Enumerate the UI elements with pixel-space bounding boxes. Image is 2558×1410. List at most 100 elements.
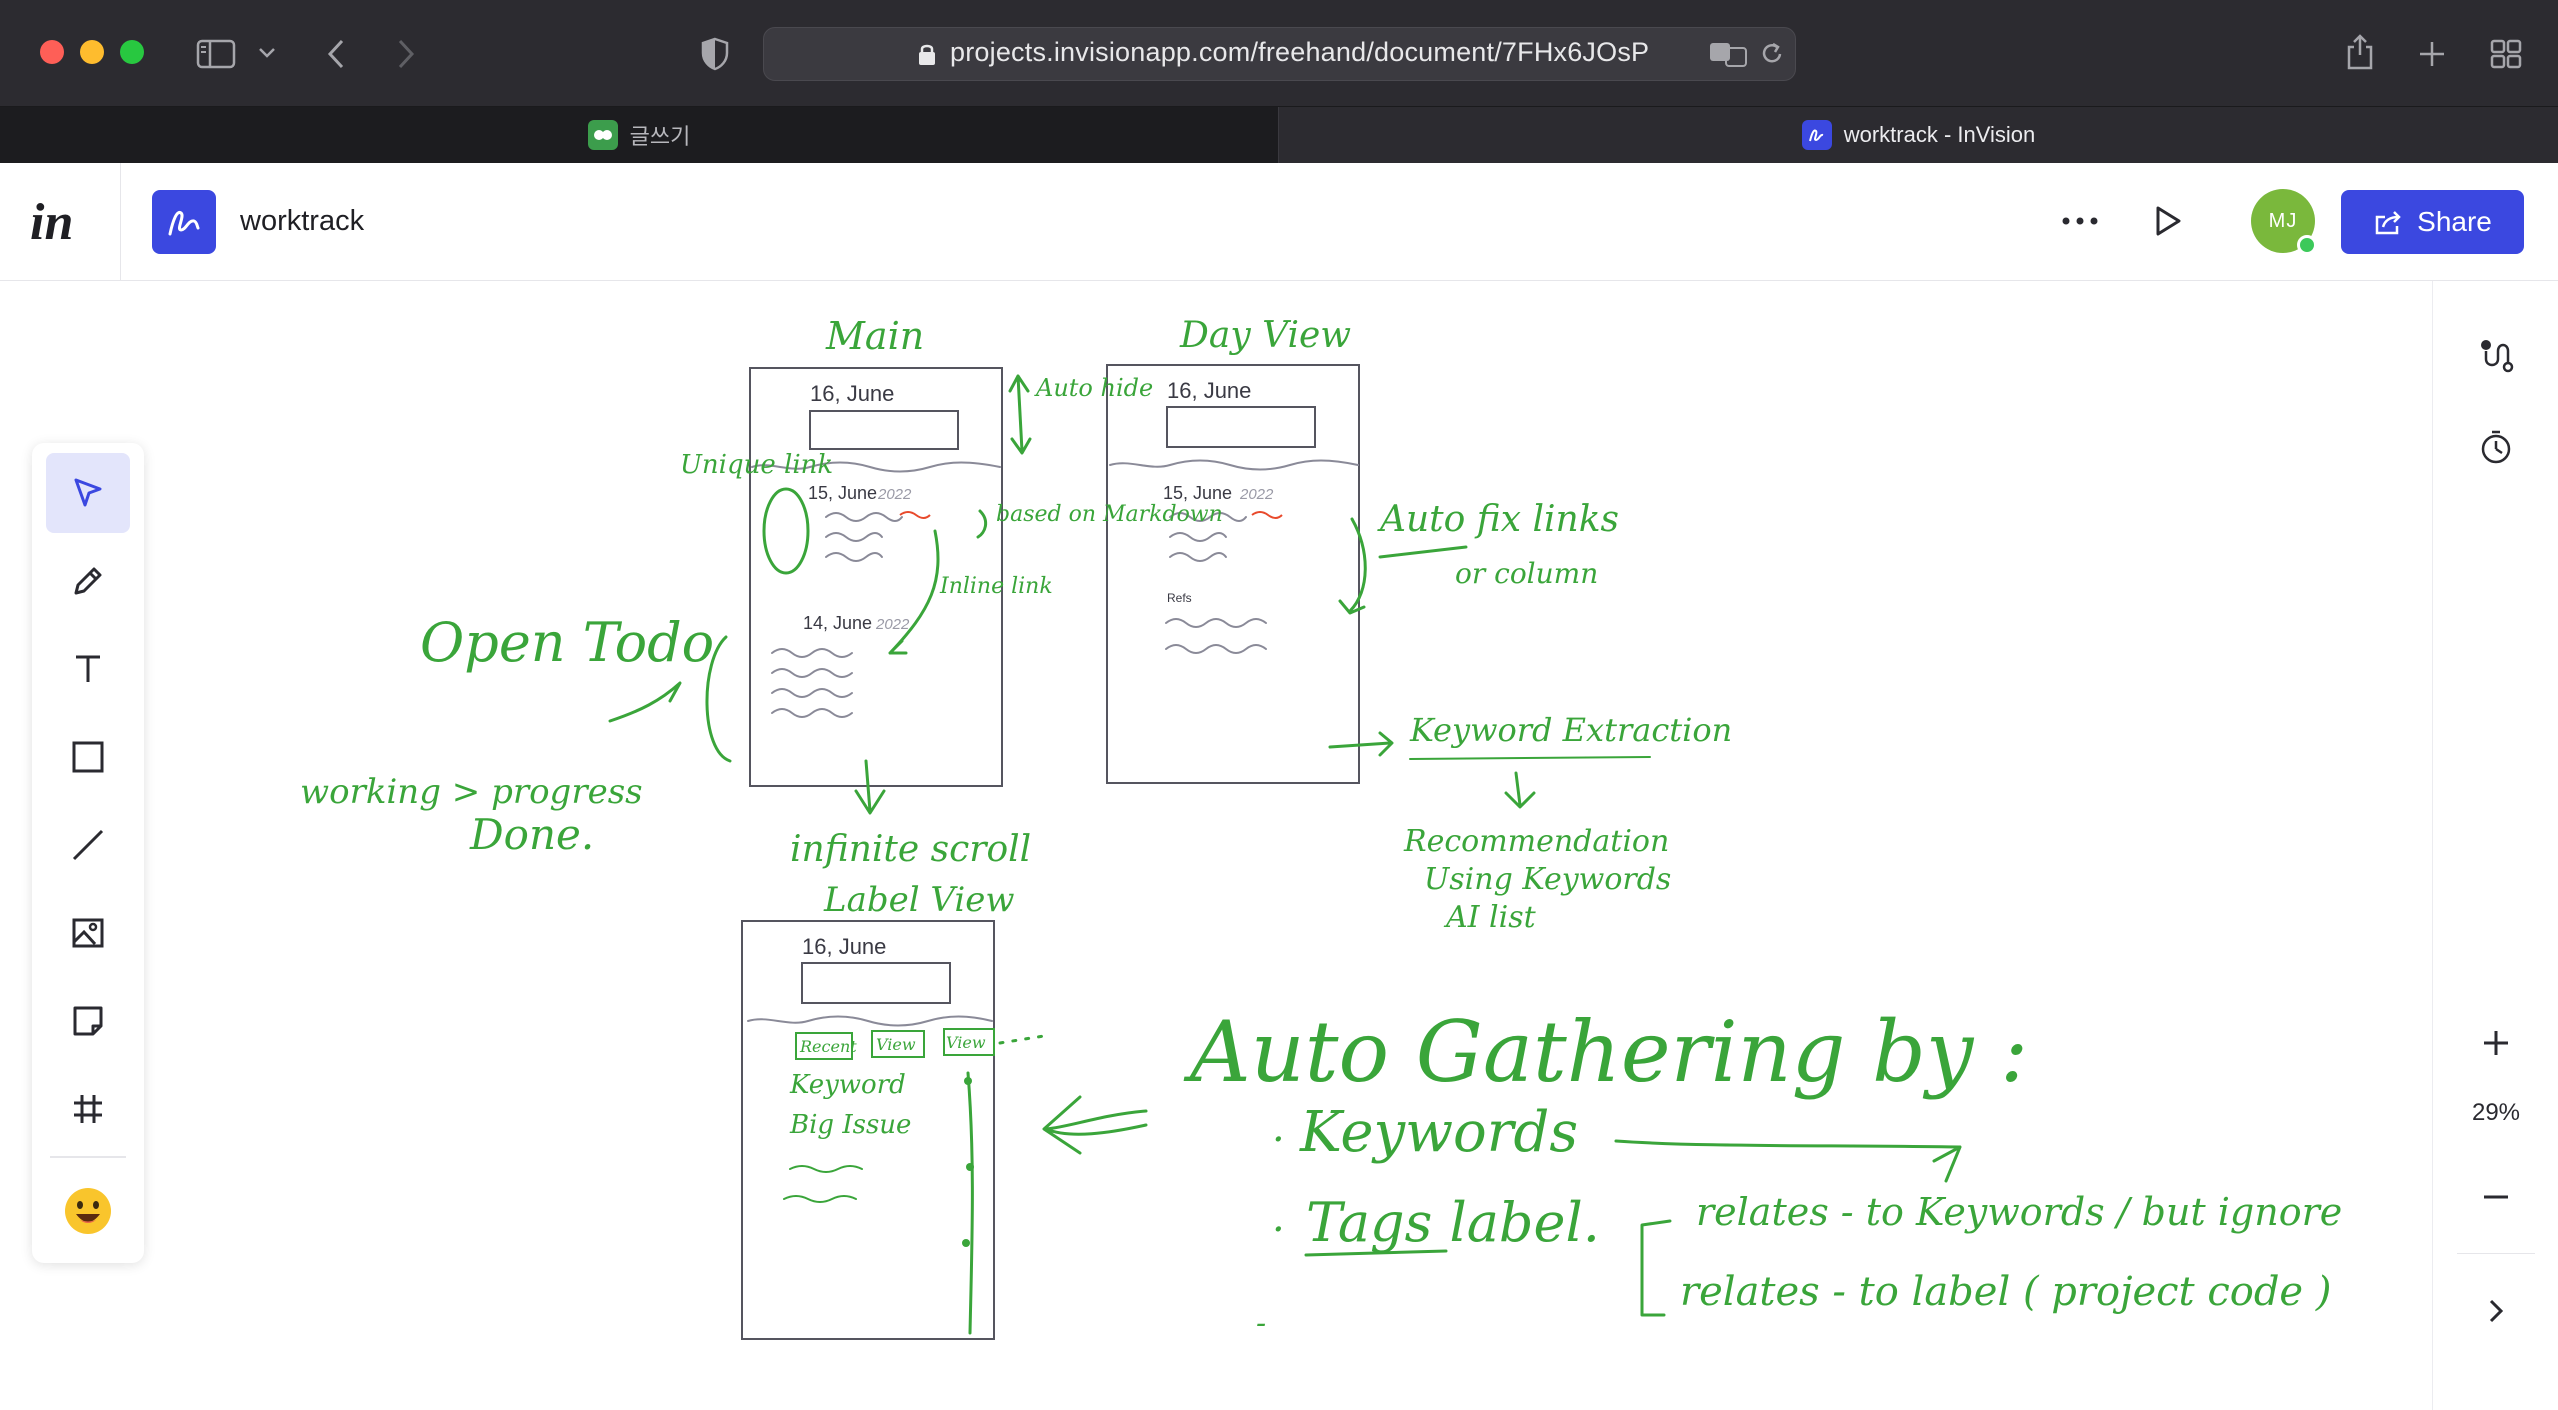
back-arrow-icon[interactable] xyxy=(320,34,352,74)
text-tool[interactable] xyxy=(46,629,130,709)
scribble-line xyxy=(1169,532,1227,542)
flow-connector-button[interactable] xyxy=(2433,325,2558,385)
share-icon xyxy=(2375,211,2401,235)
shield-icon[interactable] xyxy=(698,34,732,74)
label-keyword-item: Keyword xyxy=(789,1070,906,1100)
sidebar-toggle-icon[interactable] xyxy=(192,34,240,74)
card-date: 14, June xyxy=(803,613,872,633)
red-highlight xyxy=(1251,511,1283,519)
annotation-or-column: or column xyxy=(1455,557,1598,590)
sticky-note-icon xyxy=(73,1006,103,1036)
sticky-note-tool[interactable] xyxy=(46,981,130,1061)
frame-tool[interactable] xyxy=(46,1069,130,1149)
card-date: 15, June xyxy=(1163,483,1232,503)
annotation-inline-link: Inline link xyxy=(939,574,1053,599)
more-dots-icon xyxy=(2062,217,2098,225)
keywords-arrow xyxy=(1614,1139,1962,1183)
whiteboard-canvas[interactable]: 16, June 15, June 2022 14, June 2022 16,… xyxy=(0,281,2558,1410)
annotation-open-todo: Open Todo xyxy=(420,611,714,674)
line-tool[interactable] xyxy=(46,805,130,885)
main-card[interactable] xyxy=(749,367,1003,787)
header-divider xyxy=(120,163,121,281)
timer-button[interactable] xyxy=(2433,417,2558,477)
freehand-app-icon xyxy=(1801,120,1832,150)
expand-panel-button[interactable] xyxy=(2433,1281,2558,1341)
translate-icon[interactable] xyxy=(1708,38,1748,70)
refs-label: Refs xyxy=(1167,591,1192,605)
annotation-done: Done. xyxy=(469,810,594,859)
annotation-recommendation: Recommendation xyxy=(1403,824,1669,859)
label-view-card[interactable] xyxy=(741,920,995,1340)
annotation-day-view: Day View xyxy=(1179,315,1351,356)
wavy-divider xyxy=(751,461,1001,473)
minus-icon xyxy=(2484,1195,2508,1199)
annotation-working-progress: working > progress xyxy=(300,772,643,812)
label-tab-text: Recent xyxy=(799,1037,857,1056)
app-header: in worktrack MJ Share xyxy=(0,163,2558,281)
shape-tool[interactable] xyxy=(46,717,130,797)
right-rail: 29% xyxy=(2432,281,2558,1410)
hash-frame-icon xyxy=(74,1095,102,1123)
forward-arrow-icon[interactable] xyxy=(390,34,422,74)
scribble-line xyxy=(825,552,883,562)
label-tab xyxy=(871,1030,925,1058)
keyword-arrow xyxy=(1328,731,1394,757)
bracket-mark xyxy=(976,509,988,539)
zoom-window-button[interactable] xyxy=(120,40,144,64)
annotation-auto-fix-links: Auto fix links xyxy=(1377,499,1619,540)
wavy-divider xyxy=(747,1015,993,1027)
red-highlight xyxy=(899,511,931,519)
pencil-icon xyxy=(74,567,102,595)
address-bar[interactable] xyxy=(763,27,1796,81)
card-year: 2022 xyxy=(875,616,910,633)
present-button[interactable] xyxy=(2146,199,2190,243)
annotation-keywords: Keywords xyxy=(1299,1100,1578,1165)
stopwatch-icon xyxy=(2481,430,2511,464)
annotation-keyword-extraction: Keyword Extraction xyxy=(1409,711,1732,749)
image-tool[interactable] xyxy=(46,893,130,973)
bullet: · xyxy=(1272,1207,1285,1253)
close-window-button[interactable] xyxy=(40,40,64,64)
auto-hide-arrow xyxy=(1008,374,1032,455)
day-view-card[interactable] xyxy=(1106,364,1360,784)
share-button[interactable]: Share xyxy=(2341,190,2524,254)
invision-logo[interactable]: in xyxy=(30,194,74,251)
card-input-box xyxy=(809,410,959,450)
chevron-right-icon xyxy=(2489,1299,2504,1323)
zoom-level[interactable]: 29% xyxy=(2471,1099,2521,1126)
chevron-down-icon[interactable] xyxy=(254,40,280,66)
plus-icon xyxy=(2484,1031,2508,1055)
pen-tool[interactable] xyxy=(46,541,130,621)
unique-link-circle xyxy=(762,487,810,575)
count-dot xyxy=(962,1239,970,1247)
tab-overview-icon[interactable] xyxy=(2486,34,2526,74)
cursor-arrow-icon xyxy=(74,478,102,507)
play-icon xyxy=(2156,206,2181,236)
tab-writing[interactable]: 글쓰기 xyxy=(0,107,1278,163)
down-arrow xyxy=(1504,771,1536,809)
select-tool[interactable] xyxy=(46,453,130,533)
new-tab-icon[interactable] xyxy=(2412,34,2452,74)
card-date: 16, June xyxy=(1167,378,1251,403)
annotation-tags-label: Tags label. xyxy=(1306,1191,1600,1254)
document-title[interactable]: worktrack xyxy=(240,205,365,237)
minimize-window-button[interactable] xyxy=(80,40,104,64)
reload-icon[interactable] xyxy=(1756,38,1788,70)
label-tab xyxy=(943,1028,995,1056)
underline xyxy=(1409,756,1651,760)
zoom-out-button[interactable] xyxy=(2433,1167,2558,1227)
emoji-reaction-tool[interactable] xyxy=(46,1171,130,1251)
card-date: 15, June xyxy=(808,483,877,503)
scribble-line xyxy=(771,688,853,698)
share-page-icon[interactable] xyxy=(2340,30,2380,74)
more-options-button[interactable] xyxy=(2058,199,2102,243)
annotation-infinite-scroll: infinite scroll xyxy=(790,829,1031,870)
card-date: 16, June xyxy=(810,381,894,406)
freehand-document-icon[interactable] xyxy=(152,190,216,254)
card-year: 2022 xyxy=(1239,486,1274,503)
annotation-unique-link: Unique link xyxy=(680,450,833,480)
tab-worktrack[interactable]: worktrack - InVision xyxy=(1278,107,2558,163)
auto-fix-arrow xyxy=(1338,517,1468,615)
url-text[interactable]: projects.invisionapp.com/freehand/docume… xyxy=(950,37,1650,67)
zoom-in-button[interactable] xyxy=(2433,1013,2558,1073)
